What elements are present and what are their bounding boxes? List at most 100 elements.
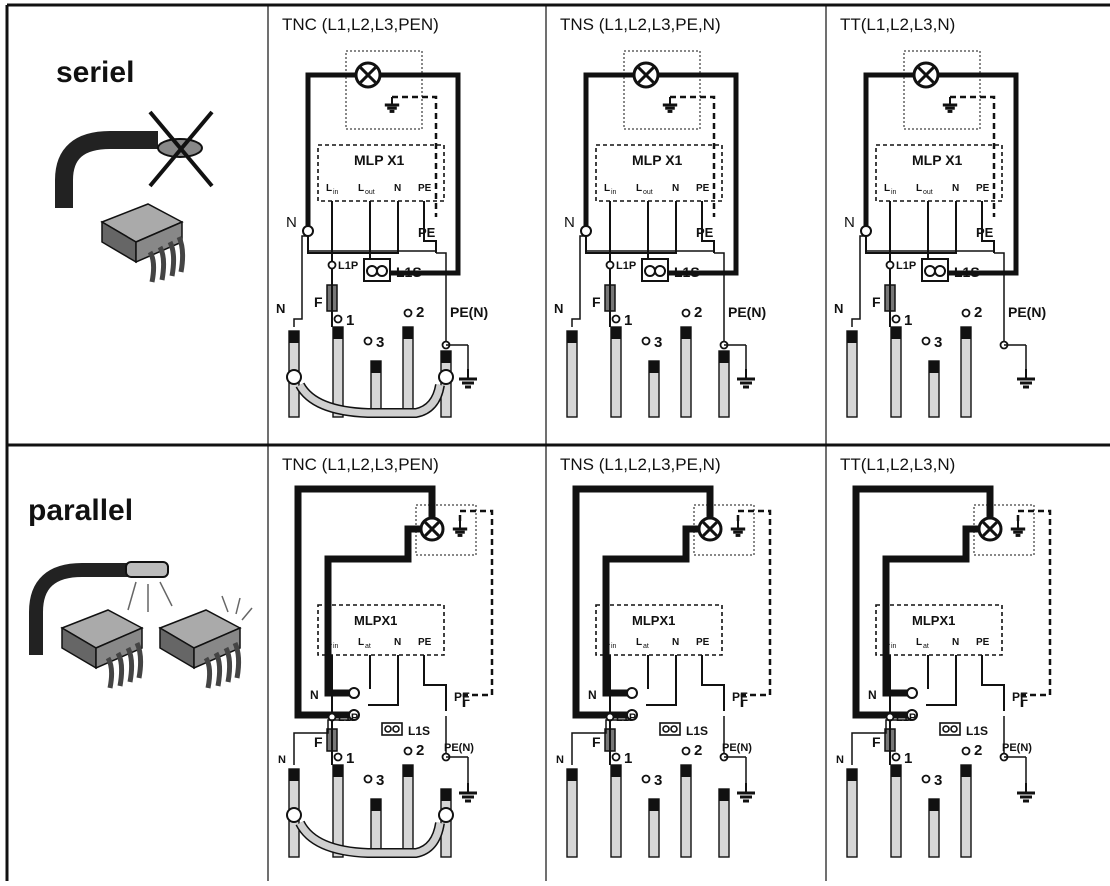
label-n-bottom: N [278, 754, 286, 766]
label-pe-n: PE(N) [1008, 304, 1046, 320]
pen-bridge [296, 383, 444, 417]
label-fuse: F [592, 294, 601, 310]
thick-wire-left [863, 72, 914, 227]
label-l1p: L1P [616, 712, 636, 724]
ground-icon [384, 97, 400, 113]
conductor-cap [681, 765, 691, 777]
row-label-seriel: seriel [56, 56, 134, 89]
conductor [402, 764, 414, 858]
ground-icon [1010, 521, 1026, 537]
module-label: MLPX1 [912, 613, 955, 628]
conductor [846, 768, 858, 858]
label-l-in-sub: in [333, 643, 339, 650]
wire-n-bus [585, 236, 677, 254]
label-l-out: L [358, 637, 364, 648]
conductor-cap [891, 765, 901, 777]
label-pe-top: PE [418, 225, 436, 240]
n-terminal [626, 687, 638, 699]
label-l-in: L [326, 183, 332, 194]
wire-n-down [571, 235, 586, 327]
label-term-2: 2 [694, 742, 702, 759]
conductor-cap [961, 327, 971, 339]
module-label: MLP X1 [632, 152, 683, 168]
label-term-1: 1 [904, 312, 912, 329]
terminal [641, 336, 651, 346]
label-term-2: 2 [694, 304, 702, 321]
dashed-pe-wire [950, 95, 996, 217]
conductor [680, 764, 692, 858]
wire-pe-down [436, 252, 447, 345]
l1s-contact [384, 725, 392, 733]
label-term-3: 3 [376, 334, 384, 351]
diagram-title: TNS (L1,L2,L3,PE,N) [560, 455, 721, 474]
label-module-n: N [394, 637, 401, 648]
wire-pe-down [714, 252, 725, 345]
label-term-3: 3 [654, 772, 662, 789]
module-label: MLPX1 [354, 613, 397, 628]
label-l-out: L [636, 183, 642, 194]
module-box [875, 604, 1003, 656]
conductor [890, 326, 902, 418]
label-l1s: L1S [966, 724, 988, 738]
dashed-pe-wire [458, 509, 494, 711]
label-l1s: L1S [674, 264, 700, 280]
label-n-bottom: N [834, 301, 843, 316]
label-l-in-sub: in [611, 643, 617, 650]
conductor-cap [891, 327, 901, 339]
wire-n-down [851, 235, 866, 327]
wire-n-bus [307, 236, 399, 254]
ground-icon [662, 97, 678, 113]
conductor [402, 326, 414, 418]
conductor [610, 764, 622, 858]
terminal [681, 308, 691, 318]
conductor-cap [567, 769, 577, 781]
terminal [641, 774, 651, 784]
label-l-in: L [884, 183, 890, 194]
wire-n-down [571, 719, 632, 765]
l1s-contact [950, 725, 958, 733]
conductor-cap [333, 765, 343, 777]
label-term-3: 3 [654, 334, 662, 351]
lamp-cross [917, 66, 935, 84]
module-box [595, 604, 723, 656]
wire-pe-down [994, 252, 1005, 345]
label-pe-n: PE(N) [728, 304, 766, 320]
label-l1p: L1P [896, 712, 916, 724]
label-n-top: N [310, 688, 319, 702]
conductor-cap [441, 351, 451, 363]
wire-pe [981, 201, 995, 253]
ground-icon [942, 97, 958, 113]
label-l-in: L [604, 183, 610, 194]
conductor-cap [719, 789, 729, 801]
label-l-out: L [358, 183, 364, 194]
label-term-1: 1 [904, 750, 912, 767]
label-l-in-sub: in [333, 189, 339, 196]
row-label-parallel: parallel [28, 494, 133, 527]
conductor [890, 764, 902, 858]
dashed-pe-wire [670, 95, 716, 217]
conductor [610, 326, 622, 418]
terminal [961, 746, 971, 756]
label-n-top: N [588, 688, 597, 702]
label-l-out-sub: out [923, 189, 933, 196]
label-term-1: 1 [624, 750, 632, 767]
label-term-1: 1 [346, 750, 354, 767]
n-terminal [860, 225, 872, 237]
label-pe-top: PE [1012, 690, 1028, 704]
pen-bridge [296, 821, 444, 857]
label-fuse: F [314, 734, 323, 750]
dashed-pe-wire [1016, 509, 1052, 711]
module-label: MLP X1 [354, 152, 405, 168]
label-fuse: F [872, 734, 881, 750]
diagram-title: TNC (L1,L2,L3,PEN) [282, 15, 439, 34]
label-l-in-sub: in [891, 189, 897, 196]
label-term-3: 3 [376, 772, 384, 789]
l1s-contact [392, 725, 400, 733]
label-module-pe: PE [418, 183, 432, 194]
terminal [611, 752, 621, 762]
conductor-cap [333, 327, 343, 339]
wire-n [926, 655, 957, 706]
label-module-n: N [672, 637, 679, 648]
